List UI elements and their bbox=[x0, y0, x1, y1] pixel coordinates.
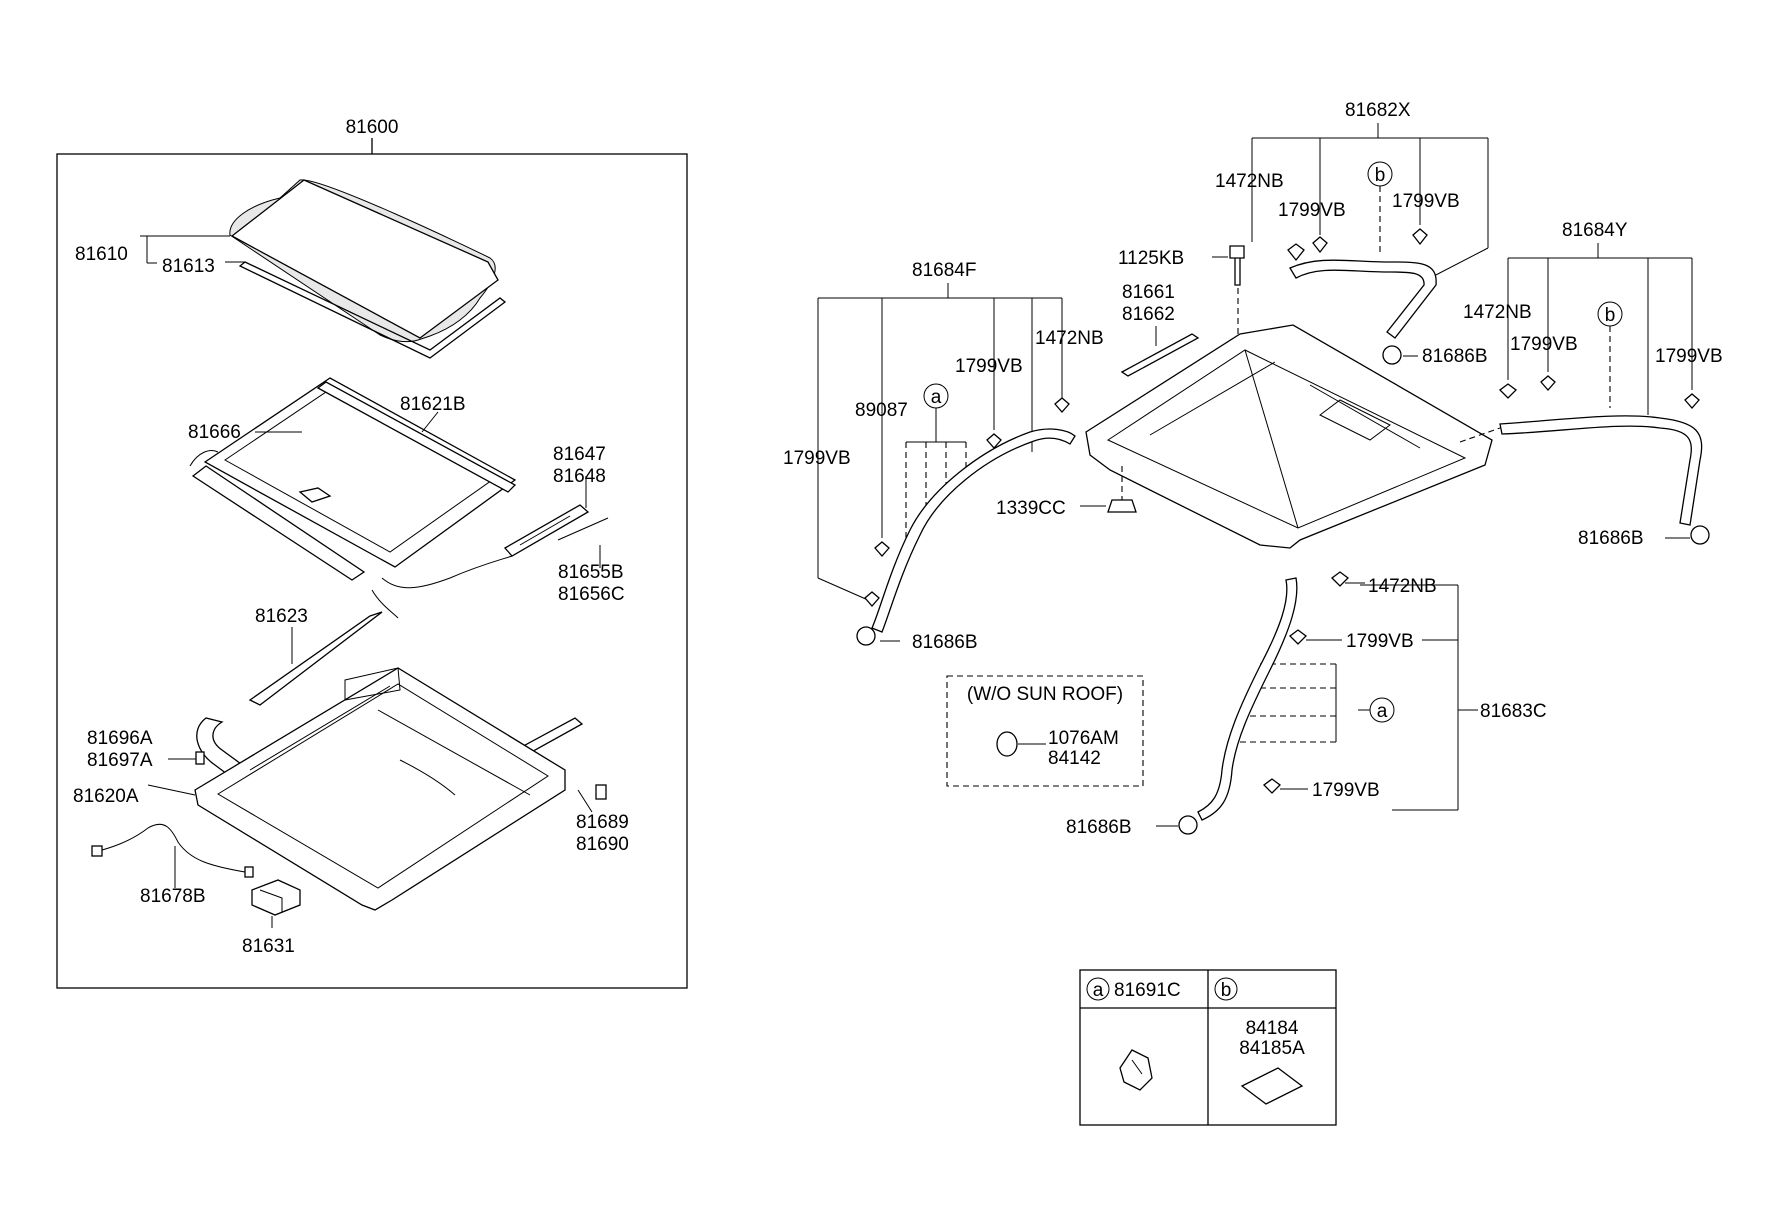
label-1799VB-top2: 1799VB bbox=[1392, 191, 1460, 212]
legend-84185A: 84185A bbox=[1239, 1038, 1305, 1059]
sunshade bbox=[189, 377, 517, 581]
plug-icon bbox=[996, 731, 1018, 757]
legend-84184: 84184 bbox=[1246, 1018, 1299, 1039]
sunroof-glass bbox=[229, 179, 507, 359]
label-81689: 81689 bbox=[576, 812, 629, 833]
label-1799VB-left2: 1799VB bbox=[783, 448, 851, 469]
grommet-icon bbox=[856, 626, 876, 646]
patch-84184-icon bbox=[1240, 1067, 1304, 1105]
label-1472NB-lower: 1472NB bbox=[1368, 576, 1437, 597]
label-81610: 81610 bbox=[75, 244, 128, 265]
label-81682X: 81682X bbox=[1345, 100, 1411, 121]
label-81686B-left: 81686B bbox=[912, 632, 978, 653]
clip-icon bbox=[1287, 243, 1305, 262]
label-81648: 81648 bbox=[553, 466, 606, 487]
label-81655B: 81655B bbox=[558, 562, 624, 583]
marker-a-left: a bbox=[931, 387, 942, 408]
label-wo-sunroof: (W/O SUN ROOF) bbox=[967, 684, 1123, 705]
marker-b-right: b bbox=[1605, 305, 1616, 326]
legend-marker-a: a bbox=[1093, 980, 1104, 1001]
label-81686B-lower: 81686B bbox=[1066, 817, 1132, 838]
clip-icon bbox=[1263, 778, 1281, 794]
label-81600: 81600 bbox=[346, 117, 399, 138]
label-81662: 81662 bbox=[1122, 304, 1175, 325]
sunroof-motor bbox=[251, 879, 301, 916]
label-81647: 81647 bbox=[553, 444, 606, 465]
label-81621B: 81621B bbox=[400, 394, 466, 415]
marker-a-lower: a bbox=[1377, 701, 1388, 722]
label-81684Y: 81684Y bbox=[1562, 220, 1628, 241]
label-1799VB-lower2: 1799VB bbox=[1312, 780, 1380, 801]
grommet-icon bbox=[1690, 525, 1710, 545]
label-84142: 84142 bbox=[1048, 748, 1101, 769]
grommet-icon bbox=[1382, 345, 1402, 365]
legend-table: a 81691C b 84184 84185A bbox=[1079, 969, 1337, 1126]
bumper-part bbox=[595, 784, 607, 800]
wo-sunroof-box bbox=[946, 675, 1144, 787]
label-81678B: 81678B bbox=[140, 886, 206, 907]
right-drain-group: 81682X 1472NB 1799VB 1799VB b 81686B 112… bbox=[783, 100, 1723, 838]
clip-icon bbox=[986, 433, 1002, 449]
guide-rail bbox=[371, 504, 609, 619]
drain-hose-front-right bbox=[1289, 259, 1437, 339]
label-81623: 81623 bbox=[255, 606, 308, 627]
clip-icon bbox=[1540, 375, 1556, 391]
drain-hose-rear-left bbox=[1197, 577, 1298, 821]
drain-hose-rear-right bbox=[1499, 415, 1703, 526]
label-1472NB-left: 1472NB bbox=[1035, 328, 1104, 349]
legend-81691C: 81691C bbox=[1114, 980, 1181, 1001]
label-81620A: 81620A bbox=[73, 786, 139, 807]
bolt-icon bbox=[1229, 245, 1245, 286]
label-1799VB-right2: 1799VB bbox=[1655, 346, 1723, 367]
legend-marker-b: b bbox=[1221, 980, 1232, 1001]
label-1339CC: 1339CC bbox=[996, 498, 1066, 519]
clip-icon bbox=[1312, 236, 1328, 254]
label-81631: 81631 bbox=[242, 936, 295, 957]
clip-icon bbox=[1289, 629, 1307, 645]
label-81656C: 81656C bbox=[558, 584, 625, 605]
label-81696A: 81696A bbox=[87, 728, 153, 749]
stop-part bbox=[195, 751, 205, 765]
wiring-harness bbox=[91, 823, 254, 878]
clip-icon bbox=[1412, 228, 1428, 246]
label-1799VB-lower1: 1799VB bbox=[1346, 631, 1414, 652]
label-81613: 81613 bbox=[162, 256, 215, 277]
clip-icon bbox=[1331, 571, 1349, 587]
marker-b-top: b bbox=[1375, 165, 1386, 186]
nut-icon bbox=[1107, 499, 1137, 513]
label-89087: 89087 bbox=[855, 400, 908, 421]
label-81697A: 81697A bbox=[87, 750, 153, 771]
left-assembly-group: 81600 81610 81613 81666 81621B bbox=[56, 117, 688, 989]
label-1799VB-top1: 1799VB bbox=[1278, 200, 1346, 221]
deflector-part bbox=[1120, 333, 1200, 377]
label-81684F: 81684F bbox=[912, 260, 976, 281]
label-1799VB-right1: 1799VB bbox=[1510, 334, 1578, 355]
roof-frame-right bbox=[1085, 324, 1493, 549]
label-1472NB-top: 1472NB bbox=[1215, 171, 1284, 192]
drain-hose-front-left bbox=[871, 428, 1076, 633]
clip-icon bbox=[864, 591, 880, 607]
label-81686B-right: 81686B bbox=[1578, 528, 1644, 549]
clip-81691C-icon bbox=[1119, 1049, 1153, 1091]
label-1799VB-left1: 1799VB bbox=[955, 356, 1023, 377]
clip-icon bbox=[1054, 397, 1070, 413]
label-81661: 81661 bbox=[1122, 282, 1175, 303]
clip-icon bbox=[1684, 393, 1700, 409]
label-81686B-top: 81686B bbox=[1422, 346, 1488, 367]
grommet-icon bbox=[1178, 815, 1198, 835]
label-81690: 81690 bbox=[576, 834, 629, 855]
label-1076AM: 1076AM bbox=[1048, 728, 1119, 749]
label-1125KB: 1125KB bbox=[1118, 248, 1184, 269]
clip-icon bbox=[874, 541, 890, 557]
clip-icon bbox=[1499, 383, 1517, 399]
label-1472NB-right: 1472NB bbox=[1463, 302, 1532, 323]
label-81666: 81666 bbox=[188, 422, 241, 443]
label-81683C: 81683C bbox=[1480, 701, 1547, 722]
sunroof-frame bbox=[194, 667, 566, 911]
